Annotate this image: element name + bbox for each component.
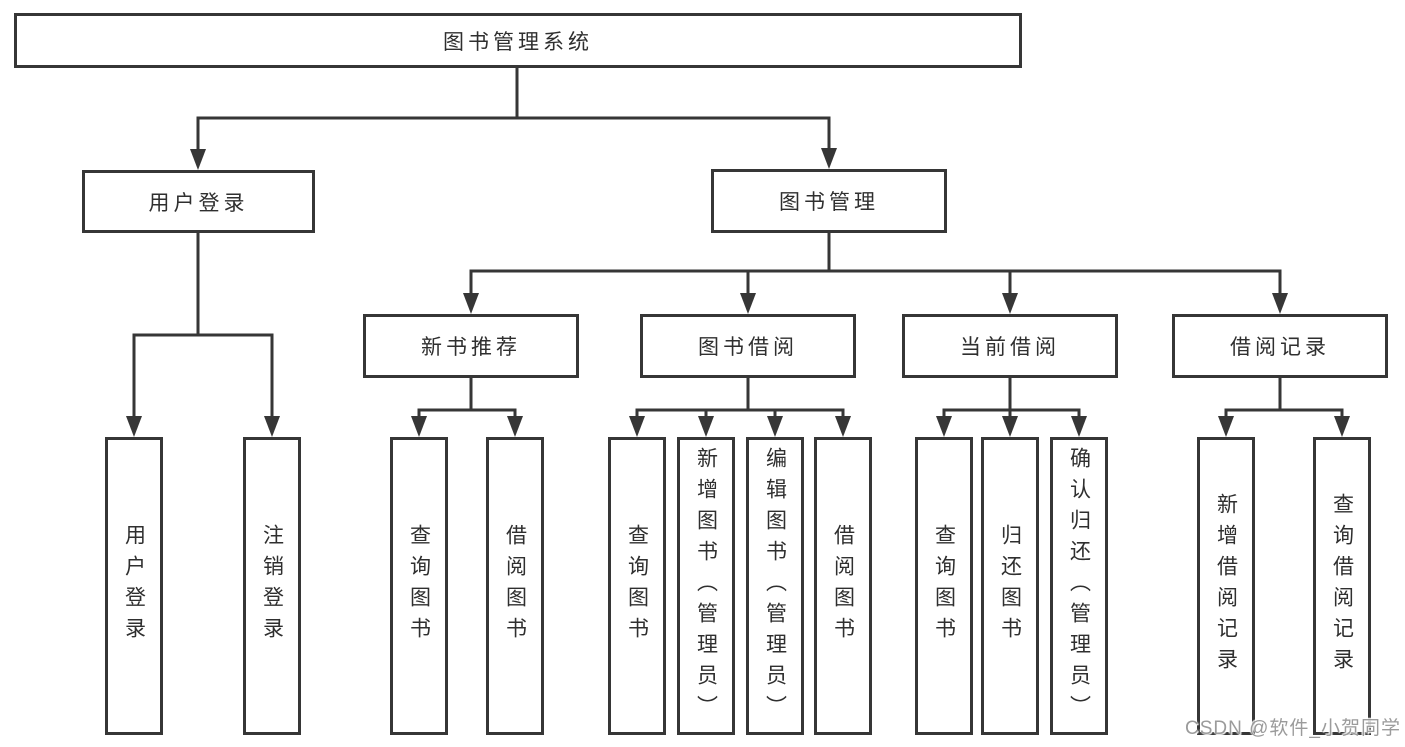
leaf-records-query-record-label: 查询借阅记录: [1330, 493, 1354, 679]
arrowhead: [411, 416, 427, 437]
arrowhead: [1272, 293, 1288, 314]
leaf-borrow-borrow-books: 借阅图书: [814, 437, 872, 735]
node-borrow-records-label: 借阅记录: [1230, 336, 1330, 359]
leaf-logout: 注销登录: [243, 437, 301, 735]
edge-borrow-bar: [635, 408, 845, 419]
node-borrow-records: 借阅记录: [1172, 314, 1388, 378]
arrowhead: [1002, 416, 1018, 437]
leaf-current-confirm-return-admin: 确认归还（管理员）: [1050, 437, 1108, 735]
arrowhead: [1071, 416, 1087, 437]
leaf-borrow-borrow-books-label: 借阅图书: [831, 524, 855, 648]
node-current-borrow-label: 当前借阅: [960, 336, 1060, 359]
edge-records-bar: [1224, 408, 1344, 419]
leaf-current-return-books-label: 归还图书: [998, 524, 1022, 648]
arrowhead: [1334, 416, 1350, 437]
leaf-recommend-borrow-books: 借阅图书: [486, 437, 544, 735]
leaf-records-add-record: 新增借阅记录: [1197, 437, 1255, 735]
arrowhead: [190, 149, 206, 170]
arrowhead: [126, 416, 142, 437]
node-current-borrow: 当前借阅: [902, 314, 1118, 378]
leaf-current-query-books: 查询图书: [915, 437, 973, 735]
node-root-label: 图书管理系统: [443, 30, 593, 54]
edge-level2-bar: [196, 116, 831, 152]
leaf-borrow-edit-books-admin: 编辑图书（管理员）: [746, 437, 804, 735]
leaf-borrow-query-books: 查询图书: [608, 437, 666, 735]
arrowhead: [767, 416, 783, 437]
node-book-borrow: 图书借阅: [640, 314, 856, 378]
arrowhead: [740, 293, 756, 314]
edge-user-login-bar: [132, 333, 274, 419]
arrowhead: [463, 293, 479, 314]
node-root: 图书管理系统: [14, 13, 1022, 68]
arrowhead: [1002, 293, 1018, 314]
leaf-user-login: 用户登录: [105, 437, 163, 735]
arrowhead: [1218, 416, 1234, 437]
arrowhead: [821, 148, 837, 169]
node-user-login-label: 用户登录: [148, 191, 249, 215]
leaf-recommend-query-books: 查询图书: [390, 437, 448, 735]
leaf-current-confirm-return-admin-label: 确认归还（管理员）: [1067, 446, 1091, 726]
leaf-borrow-add-books-admin: 新增图书（管理员）: [677, 437, 735, 735]
leaf-logout-label: 注销登录: [260, 524, 284, 648]
arrowhead: [629, 416, 645, 437]
arrowhead: [835, 416, 851, 437]
node-book-borrow-label: 图书借阅: [698, 336, 798, 359]
edge-level3-bar: [469, 269, 1282, 296]
leaf-recommend-borrow-books-label: 借阅图书: [503, 524, 527, 648]
leaf-records-add-record-label: 新增借阅记录: [1214, 493, 1238, 679]
edge-recommend-bar: [417, 408, 517, 419]
leaf-current-return-books: 归还图书: [981, 437, 1039, 735]
edge-current-bar: [942, 408, 1081, 419]
arrowhead: [698, 416, 714, 437]
leaf-borrow-add-books-admin-label: 新增图书（管理员）: [694, 446, 718, 726]
leaf-recommend-query-books-label: 查询图书: [407, 524, 431, 648]
leaf-borrow-edit-books-admin-label: 编辑图书（管理员）: [763, 446, 787, 726]
arrowhead: [264, 416, 280, 437]
leaf-records-query-record: 查询借阅记录: [1313, 437, 1371, 735]
leaf-current-query-books-label: 查询图书: [932, 524, 956, 648]
leaf-user-login-label: 用户登录: [122, 524, 146, 648]
node-book-management-label: 图书管理: [779, 191, 879, 214]
arrowhead: [936, 416, 952, 437]
node-new-book-recommend-label: 新书推荐: [421, 336, 521, 359]
node-user-login: 用户登录: [82, 170, 315, 233]
leaf-borrow-query-books-label: 查询图书: [625, 524, 649, 648]
node-new-book-recommend: 新书推荐: [363, 314, 579, 378]
csdn-watermark: CSDN @软件_小贺同学: [1185, 718, 1401, 739]
node-book-management: 图书管理: [711, 169, 947, 233]
arrowhead: [507, 416, 523, 437]
